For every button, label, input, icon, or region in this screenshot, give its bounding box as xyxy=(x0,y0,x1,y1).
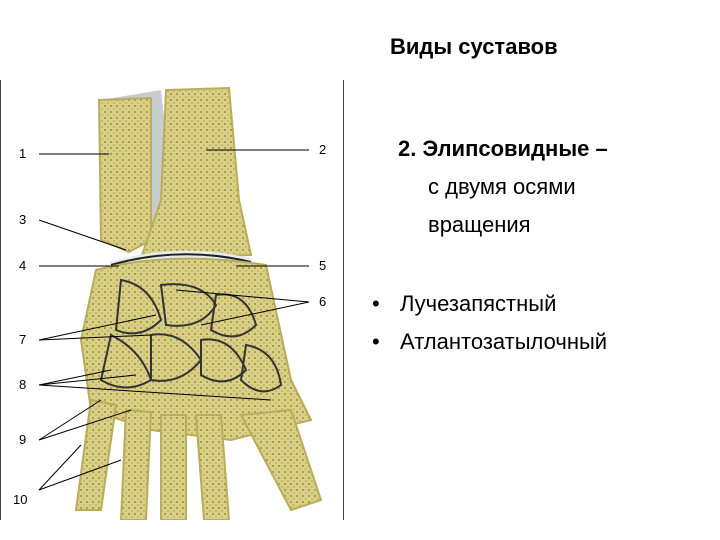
callout-7: 7 xyxy=(19,332,27,347)
callout-6: 6 xyxy=(319,294,327,309)
wrist-bones-illustration xyxy=(38,86,323,520)
heading-line-1: 2. Элипсовидные – xyxy=(398,136,608,161)
list-item-label: Атлантозатылочный xyxy=(400,329,608,354)
callout-1: 1 xyxy=(19,146,27,161)
metacarpal-bones xyxy=(74,398,323,520)
joint-type-heading: 2. Элипсовидные – с двумя осями вращения xyxy=(398,130,608,244)
heading-line-3: вращения xyxy=(428,212,531,237)
callout-5: 5 xyxy=(319,258,327,273)
callout-2: 2 xyxy=(319,142,327,157)
carpal-outlines xyxy=(99,278,283,393)
ulna-bone xyxy=(97,96,152,254)
heading-line-2: с двумя осями xyxy=(428,174,576,199)
wrist-anatomy-figure: 1 2 3 4 5 6 7 8 9 10 xyxy=(0,80,344,520)
list-item-atlanto-occipital: • Атлантозатылочный xyxy=(372,323,607,361)
callout-9: 9 xyxy=(19,432,27,447)
callout-10: 10 xyxy=(13,492,28,507)
callout-4: 4 xyxy=(19,258,27,273)
bullet-icon: • xyxy=(372,291,380,316)
callout-8: 8 xyxy=(19,377,27,392)
callout-3: 3 xyxy=(19,212,27,227)
list-item-label: Лучезапястный xyxy=(400,291,557,316)
examples-list: • Лучезапястный • Атлантозатылочный xyxy=(372,285,607,361)
radius-bone xyxy=(139,86,253,260)
list-item-radiocarpal: • Лучезапястный xyxy=(372,285,607,323)
joint-outline xyxy=(110,253,252,266)
bullet-icon: • xyxy=(372,329,380,354)
leader-lines xyxy=(38,149,310,491)
slide-title: Виды суставов xyxy=(390,34,558,59)
